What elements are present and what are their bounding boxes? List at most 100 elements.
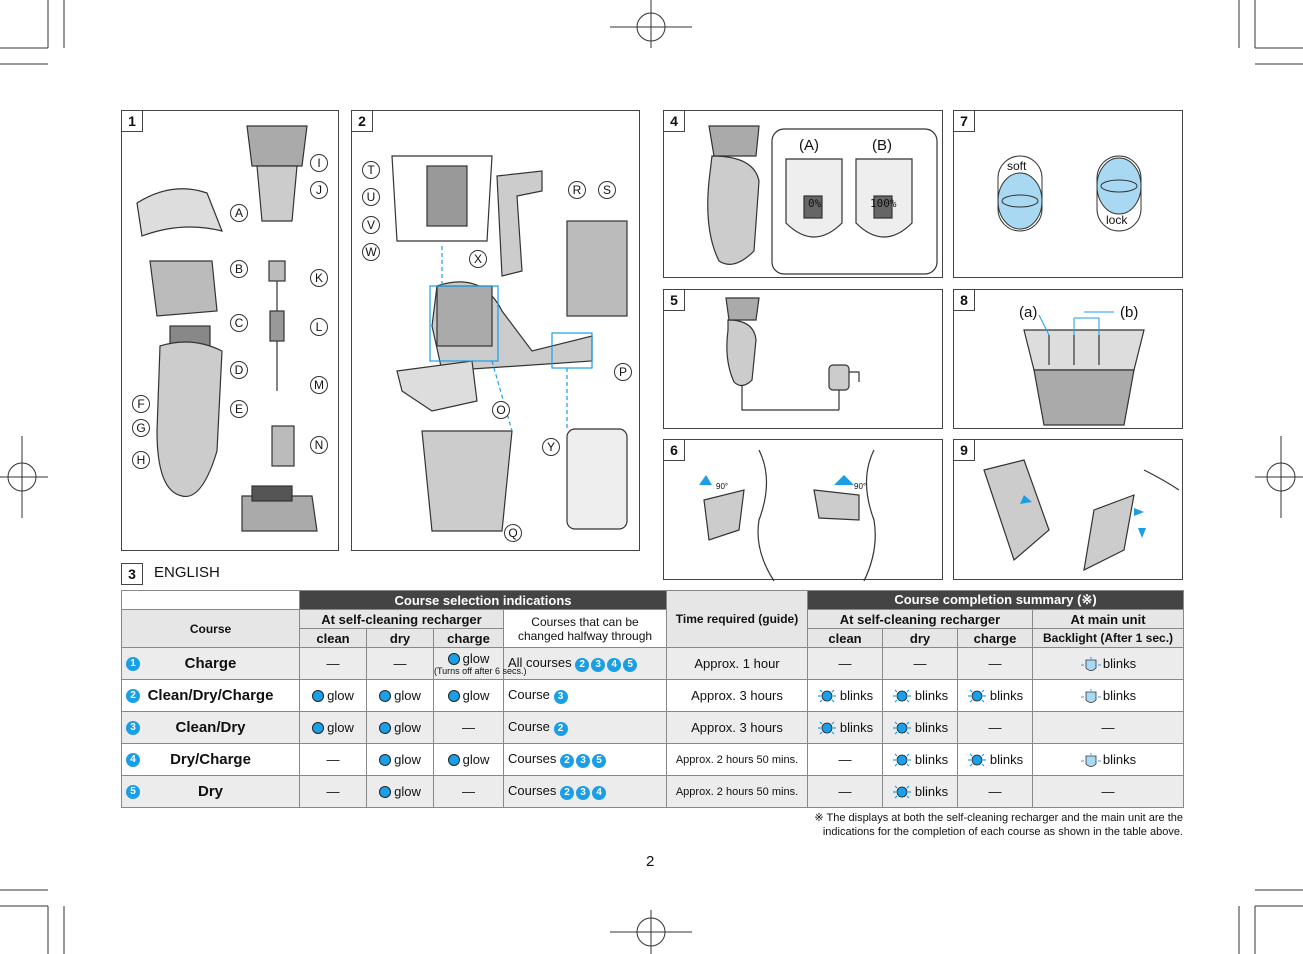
charge-cell: —: [433, 711, 504, 744]
header-course: Course: [121, 609, 300, 648]
course-name: Clean/Dry/Charge: [147, 687, 274, 704]
header-changeable: Courses that can be changed halfway thro…: [503, 609, 667, 648]
clean-cell: glow: [299, 711, 367, 744]
course-number-icon: 5: [592, 754, 607, 768]
part-label-o: O: [492, 401, 510, 419]
blink-icon: [967, 753, 986, 767]
blink-icon: [967, 689, 986, 703]
trimmer-illustration: [983, 459, 1180, 572]
display-label-a: (A): [799, 137, 819, 154]
switch-lock-label: lock: [1106, 213, 1128, 227]
state-text: glow: [394, 688, 421, 703]
state-text: blinks: [914, 784, 949, 799]
state-text: —: [988, 720, 1002, 735]
clean-cell: —: [299, 743, 367, 776]
course-number-icon: 3: [553, 690, 568, 704]
course-number-icon: 3: [576, 754, 591, 768]
glow-dot-icon: [379, 690, 392, 702]
course-number-icon: 4: [592, 786, 607, 800]
col-backlight: Backlight (After 1 sec.): [1031, 628, 1185, 648]
state-text: —: [1101, 720, 1115, 735]
glow-dot-icon: [312, 690, 325, 702]
state-text: —: [326, 752, 340, 767]
col-charge: charge: [433, 628, 504, 648]
display-digit-a: 0%: [808, 197, 822, 210]
state-text: blinks: [839, 720, 874, 735]
blink-icon: [892, 753, 911, 767]
course-name: Dry/Charge: [170, 751, 251, 768]
panel-number: 9: [953, 439, 975, 461]
part-label-g: G: [132, 419, 150, 437]
charge-cell: glow(Turns off after 6 secs.): [433, 647, 527, 680]
state-text: —: [838, 784, 852, 799]
col-dry-2: dry: [882, 628, 958, 648]
shaving-angle-illustration: [699, 449, 876, 582]
state-text: glow: [327, 720, 354, 735]
completion-clean-cell: blinks: [807, 679, 883, 712]
part-label-b: B: [230, 260, 248, 278]
course-name-cell: 5 Dry: [121, 775, 300, 808]
state-text: —: [988, 656, 1002, 671]
col-clean: clean: [299, 628, 367, 648]
course-number-icon: 4: [607, 658, 622, 672]
panel-number: 7: [953, 110, 975, 132]
state-text: blinks: [1102, 688, 1137, 703]
state-text: —: [838, 752, 852, 767]
panel-number: 6: [663, 439, 685, 461]
part-label-a: A: [230, 204, 248, 222]
part-label-p: P: [614, 363, 632, 381]
figure-panel-2: 2 T U V W X R S P O Y Q: [351, 110, 640, 551]
course-number-icon: 5: [126, 785, 140, 799]
completion-charge-cell: —: [957, 647, 1033, 680]
switch-soft-label: soft: [1007, 159, 1027, 173]
glow-dot-icon: [312, 722, 325, 734]
course-name: Dry: [197, 783, 223, 800]
glow-dot-icon: [379, 722, 392, 734]
state-text: —: [988, 784, 1002, 799]
completion-charge-cell: blinks: [957, 679, 1033, 712]
header-at-recharger-2: At self-cleaning recharger: [807, 609, 1033, 629]
backlight-icon: [1080, 689, 1101, 703]
display-digit-b: 100%: [870, 197, 897, 210]
part-label-v: V: [362, 216, 380, 234]
angle-label-1: 90°: [716, 482, 729, 491]
part-label-w: W: [362, 243, 380, 261]
part-label-q: Q: [504, 524, 522, 542]
state-text: blinks: [989, 688, 1024, 703]
state-text: glow: [462, 650, 490, 666]
panel-number: 5: [663, 289, 685, 311]
dry-cell: glow: [366, 775, 434, 808]
charge-cell: —: [433, 775, 504, 808]
panel-number: 8: [953, 289, 975, 311]
time-cell: Approx. 2 hours 50 mins.: [666, 775, 808, 808]
part-label-e: E: [230, 400, 248, 418]
state-text: —: [838, 656, 852, 671]
recharger-parts-illustration: [391, 155, 628, 532]
part-label-t: T: [362, 161, 380, 179]
figure-panel-7: 7 soft lock: [953, 110, 1183, 278]
course-number-icon: 3: [576, 786, 591, 800]
part-label-i: I: [310, 154, 328, 172]
changeable-text: Courses: [508, 751, 561, 766]
part-label-l: L: [310, 318, 328, 336]
state-text: —: [462, 720, 475, 735]
part-label-u: U: [362, 188, 380, 206]
course-name: Clean/Dry: [175, 719, 246, 736]
part-label-j: J: [310, 181, 328, 199]
part-label-n: N: [310, 436, 328, 454]
state-text: blinks: [1102, 752, 1137, 767]
course-name: Charge: [184, 655, 237, 672]
changeable-text: All courses: [508, 655, 576, 670]
completion-dry-cell: blinks: [882, 711, 958, 744]
switch-illustration: [997, 155, 1142, 232]
header-time: Time required (guide): [666, 590, 808, 648]
